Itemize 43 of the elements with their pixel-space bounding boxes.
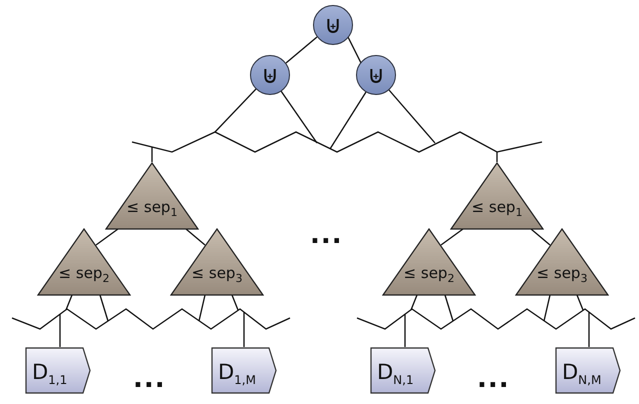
connector-line — [440, 228, 464, 246]
separator-triangle: ≤ sep$_{1}$ — [450, 162, 544, 230]
connector-line — [329, 92, 367, 150]
connector-line — [388, 90, 436, 144]
separator-triangle: ≤ sep$_{2}$ — [37, 228, 131, 296]
connector-line — [231, 294, 239, 310]
connector-line — [65, 294, 73, 310]
data-tag: D$_{1,1}$ — [25, 347, 91, 394]
connector-line — [588, 312, 590, 347]
union-circle: ⊎ — [250, 55, 290, 95]
connector-line — [186, 228, 206, 246]
data-tag: D$_{1,M}$ — [211, 347, 277, 394]
connector-line — [198, 294, 206, 322]
connector-line — [59, 314, 61, 347]
data-tag: D$_{N,1}$ — [370, 347, 436, 394]
connector-line — [410, 294, 418, 310]
connector-line — [347, 36, 362, 64]
connector-line — [444, 294, 454, 322]
zigzag-line — [132, 132, 542, 152]
connector-line — [96, 228, 118, 246]
connector-line — [151, 147, 153, 162]
connector-line — [496, 152, 498, 162]
connector-line — [576, 294, 584, 310]
connector-line — [280, 90, 318, 144]
data-tag: D$_{N,M}$ — [555, 347, 621, 394]
connector-line — [214, 88, 256, 132]
zigzag-line — [357, 309, 635, 329]
connector-line — [404, 314, 406, 347]
zigzag-line — [12, 309, 290, 329]
union-circle: ⊎ — [313, 5, 353, 45]
union-circle: ⊎ — [356, 55, 396, 95]
ellipsis: ... — [310, 222, 343, 248]
ellipsis: ... — [477, 366, 510, 392]
separator-triangle: ≤ sep$_{2}$ — [382, 228, 476, 296]
separator-triangle: ≤ sep$_{3}$ — [515, 228, 609, 296]
ellipsis: ... — [133, 366, 166, 392]
connector-line — [543, 294, 551, 322]
separator-triangle: ≤ sep$_{3}$ — [170, 228, 264, 296]
separator-triangle: ≤ sep$_{1}$ — [105, 162, 199, 230]
connector-line — [99, 294, 109, 322]
connector-line — [286, 36, 318, 64]
connector-line — [530, 228, 550, 246]
connector-line — [243, 312, 245, 347]
